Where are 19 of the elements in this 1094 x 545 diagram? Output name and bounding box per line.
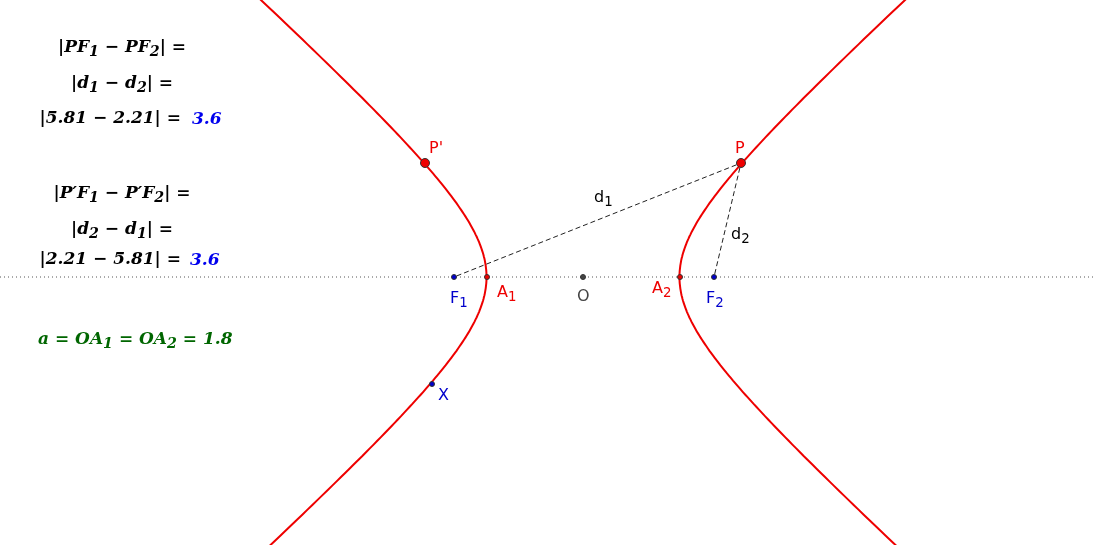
formula-text: |2.21 − 5.81| = (39, 248, 181, 268)
formula-text: |5.81 − 2.21| = (39, 107, 181, 127)
point-label: P (735, 139, 745, 157)
point-label: A$_{2}$ (652, 279, 672, 303)
distance-line (456, 164, 737, 277)
point-label: A$_{1}$ (497, 283, 517, 307)
point-label: F$_{1}$ (450, 289, 468, 313)
formula-text: |PF$_{1}$ − PF$_{2}$| = (58, 36, 187, 60)
value-text: 3.6 (190, 249, 220, 269)
point-label: F$_{2}$ (706, 289, 724, 313)
formula-text: |d$_{2}$ − d$_{1}$| = (71, 218, 174, 242)
formula-text: |P′F$_{1}$ − P′F$_{2}$| = (53, 182, 191, 206)
formula-text: |d$_{1}$ − d$_{2}$| = (71, 72, 174, 96)
point-label: X (438, 386, 449, 404)
distance-line (714, 167, 741, 275)
point-label: P' (429, 139, 444, 157)
formula-text: a = OA$_{1}$ = OA$_{2}$ = 1.8 (38, 328, 233, 352)
point-label: O (577, 287, 590, 305)
value-text: 3.6 (192, 108, 222, 128)
